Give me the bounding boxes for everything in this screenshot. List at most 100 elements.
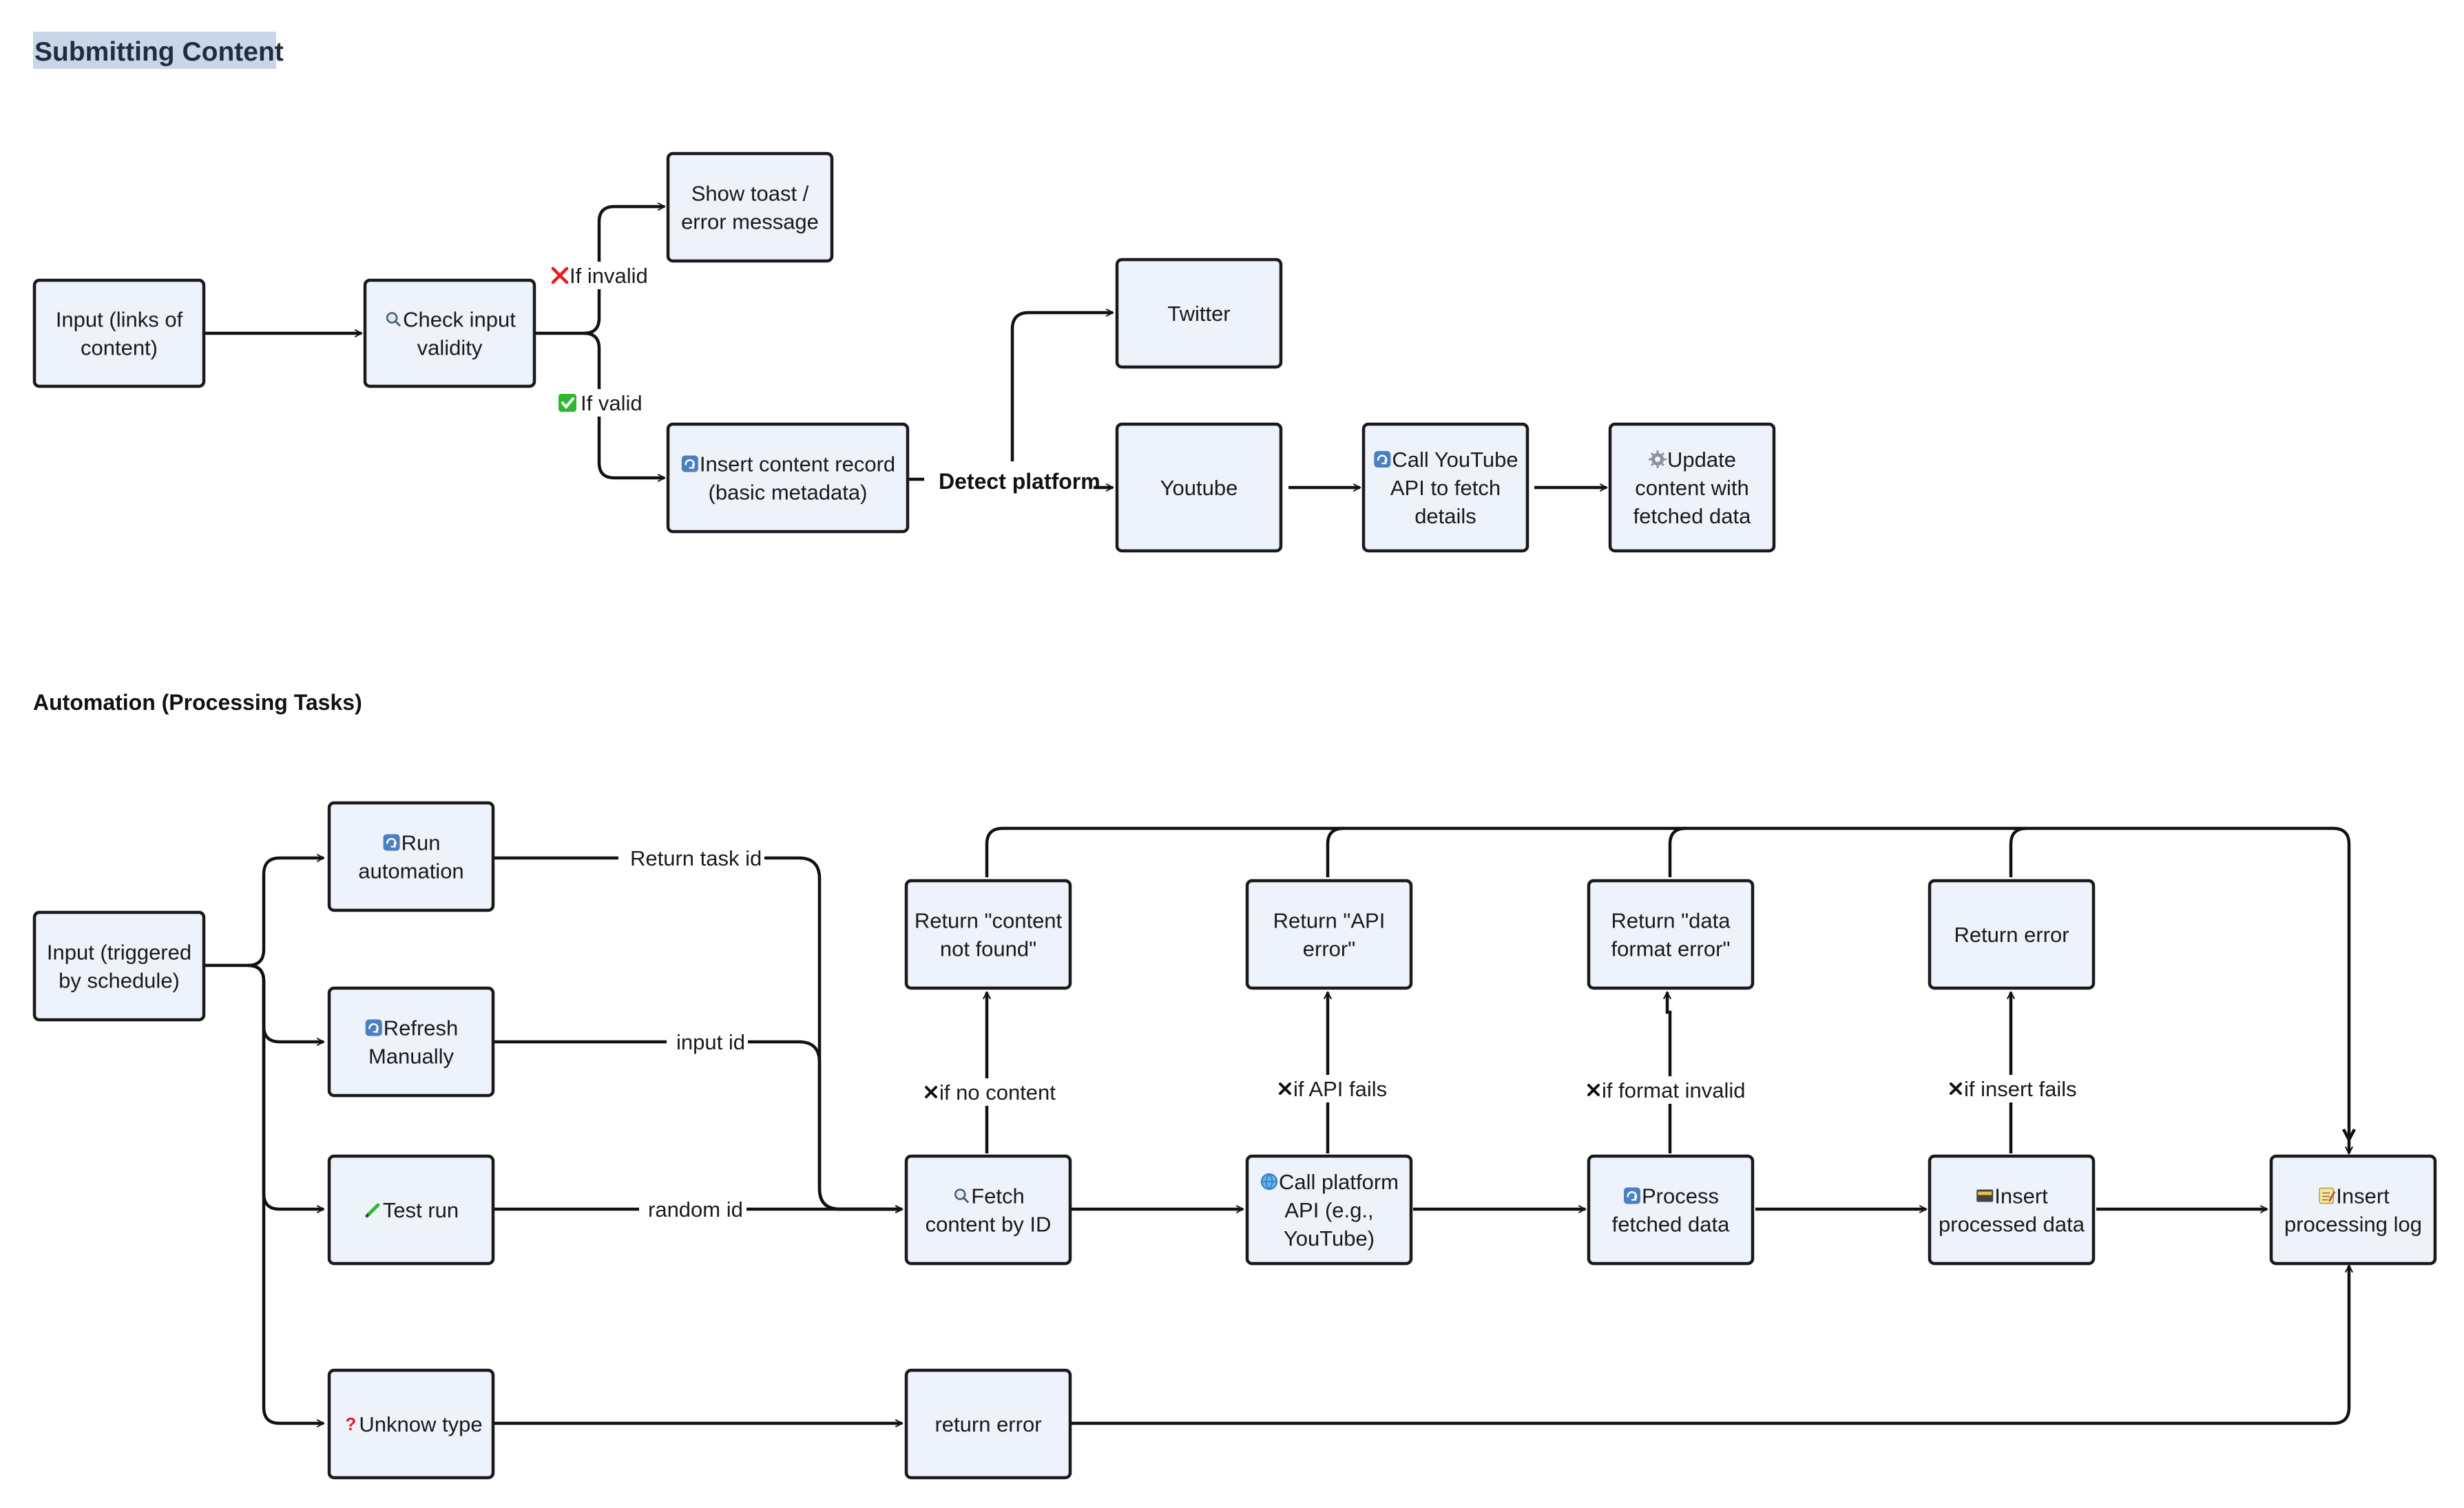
svg-text:random id: random id — [648, 1197, 743, 1222]
svg-text:if API fails: if API fails — [1293, 1077, 1387, 1101]
node-label-line: Return "content — [915, 909, 1063, 933]
node-label-line: API (e.g., — [1284, 1198, 1373, 1222]
node-label-line: Unknow type — [359, 1412, 482, 1436]
svg-text:?: ? — [345, 1414, 356, 1434]
cross-icon — [925, 1086, 937, 1098]
edge-detect-to-twitter — [1010, 313, 1113, 461]
node-insert-record[interactable]: Insert content record(basic metadata) — [666, 422, 910, 534]
memo-icon — [2319, 1187, 2336, 1204]
edge-check-to-insert — [583, 331, 665, 478]
node-label-line: Update — [1667, 448, 1736, 472]
node-show-toast[interactable]: Show toast / error message — [666, 151, 834, 263]
node-label-line: Input (triggered — [47, 941, 191, 965]
node-label-line: automation — [358, 859, 463, 883]
node-label-line: processing log — [2284, 1213, 2422, 1237]
node-label-line: Manually — [368, 1045, 455, 1069]
node-label-line: Return error — [1954, 923, 2069, 947]
node-label-line: Check input — [403, 308, 516, 332]
node-label-line: Call YouTube — [1392, 448, 1518, 472]
cross-icon — [1279, 1082, 1291, 1095]
node-label-line: processed data — [1939, 1213, 2085, 1237]
refresh-icon — [365, 1019, 382, 1036]
magnifier-icon — [954, 1188, 969, 1203]
node-label-line: error" — [1303, 937, 1355, 961]
node-box — [1361, 422, 1529, 553]
node-youtube[interactable]: Youtube — [1115, 422, 1283, 553]
node-box — [1587, 1154, 1755, 1266]
node-box — [327, 801, 495, 912]
magnifier-icon — [386, 312, 401, 326]
refresh-icon — [681, 455, 698, 472]
cross-red-icon — [551, 266, 569, 284]
node-label-line: by schedule) — [59, 969, 180, 993]
node-label-line: YouTube) — [1284, 1226, 1375, 1250]
label-if-api-fails: if API fails — [1271, 1075, 1388, 1102]
node-ret-not-found[interactable]: Return "content not found" — [904, 879, 1072, 990]
node-input-schedule[interactable]: Input (triggered by schedule) — [32, 910, 206, 1022]
node-box — [327, 986, 495, 1098]
edge-labels: If invalid If valid Detect platform Retu… — [549, 262, 2080, 1223]
svg-text:input id: input id — [676, 1030, 745, 1054]
svg-text:if insert fails: if insert fails — [1964, 1077, 2077, 1101]
node-box — [904, 879, 1072, 990]
node-unknown-type[interactable]: Unknow type? — [327, 1368, 495, 1480]
refresh-icon — [383, 834, 400, 851]
question-icon: ? — [345, 1414, 356, 1434]
node-insert-processed[interactable]: Insert processed data — [1928, 1154, 2096, 1266]
node-label-line: Call platform — [1279, 1170, 1399, 1194]
node-box — [1245, 1154, 1413, 1266]
node-label-line: not found" — [940, 937, 1036, 961]
label-if-valid: If valid — [554, 389, 643, 417]
node-twitter[interactable]: Twitter — [1115, 258, 1283, 369]
submitting-section-title: Submitting Content — [33, 32, 284, 69]
label-random-id: random id — [639, 1195, 746, 1223]
node-insert-log[interactable]: Insert processing log — [2269, 1154, 2437, 1266]
node-return-error-bottom[interactable]: return error — [904, 1368, 1072, 1480]
cross-icon — [1587, 1084, 1600, 1096]
node-box — [1115, 422, 1283, 553]
node-box — [32, 910, 206, 1022]
edges-automation — [204, 826, 2356, 1423]
label-detect-platform: Detect platform — [931, 465, 1100, 499]
node-label-line: content by ID — [926, 1213, 1052, 1237]
label-if-invalid: If invalid — [549, 262, 651, 289]
node-label-line: return error — [935, 1412, 1041, 1436]
check-green-icon — [558, 394, 576, 412]
svg-text:If valid: If valid — [581, 391, 643, 415]
node-box — [1587, 879, 1755, 990]
node-label-line: Insert — [2336, 1184, 2390, 1208]
node-label-line: error message — [681, 210, 819, 234]
node-box — [1245, 879, 1413, 990]
svg-text:Submitting Content: Submitting Content — [34, 37, 284, 67]
node-box — [1928, 879, 2096, 990]
node-label-line: Insert — [1994, 1184, 2048, 1208]
node-box — [2269, 1154, 2437, 1266]
cross-icon — [1950, 1082, 1962, 1095]
node-label-line: content with — [1635, 476, 1748, 500]
svg-text:if no content: if no content — [939, 1080, 1056, 1104]
node-box — [904, 1154, 1072, 1266]
node-box — [32, 278, 206, 388]
node-box — [666, 151, 834, 263]
node-label-line: Show toast / — [691, 182, 809, 206]
node-test-run[interactable]: Test run — [327, 1154, 495, 1266]
node-ret-error[interactable]: Return error — [1928, 879, 2096, 990]
node-box — [1608, 422, 1776, 553]
node-label-line: Input (links of — [56, 308, 183, 332]
node-label-line: Process — [1642, 1184, 1719, 1208]
label-if-format-invalid: if format invalid — [1580, 1076, 1753, 1104]
node-box — [666, 422, 910, 534]
svg-text:Detect platform: Detect platform — [939, 469, 1100, 494]
